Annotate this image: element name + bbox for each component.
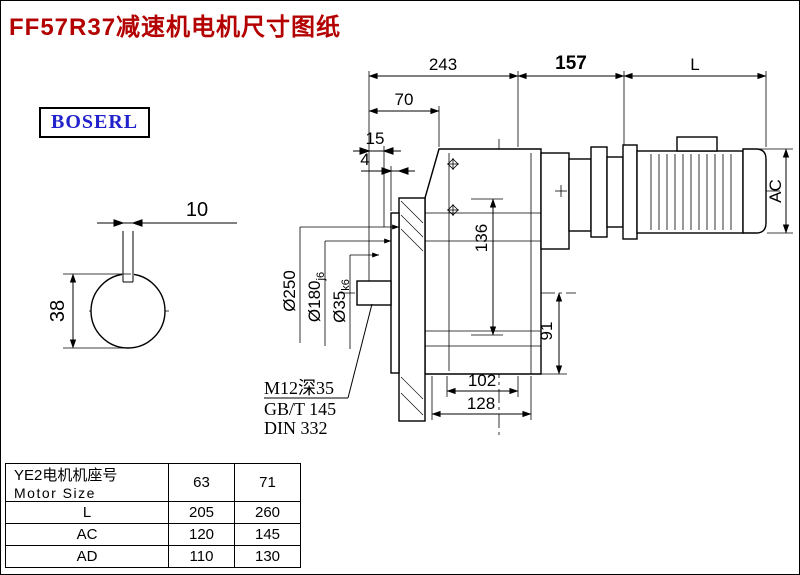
value-L-63: 205 — [168, 501, 235, 524]
brand-logo-text: BOSERL — [51, 111, 139, 133]
bolt-marks — [447, 158, 567, 216]
dim-136: 136 — [472, 224, 491, 252]
dim-4: 4 — [360, 150, 369, 169]
dim-dia35: Ø35k6 — [330, 279, 352, 323]
dim-dia250: Ø250 — [280, 270, 299, 312]
value-L-71: 260 — [234, 501, 301, 524]
motor-size-table: YE2电机机座号 Motor Size 63 71 L 205 260 AC 1… — [5, 463, 301, 568]
dim-10: 10 — [186, 199, 208, 221]
dim-157: 157 — [555, 53, 587, 74]
note-center-standard: DIN 332 — [264, 418, 328, 438]
note-thread-standard: GB/T 145 — [264, 399, 336, 419]
table-row-L: L 205 260 — [5, 501, 301, 524]
row-label-AD: AD — [5, 545, 169, 568]
table-header-cn: YE2电机机座号 — [14, 467, 118, 484]
row-label-AC: AC — [5, 523, 169, 546]
flange-hatch — [400, 200, 424, 416]
table-row-AC: AC 120 145 — [5, 523, 301, 546]
gearbox-detail-lines — [425, 153, 732, 374]
dim-38: 38 — [47, 300, 69, 322]
dimension-lines — [69, 72, 790, 418]
dim-dia180: Ø180j6 — [305, 272, 327, 322]
note-tap: M12深35 — [264, 378, 334, 398]
value-AC-63: 120 — [168, 523, 235, 546]
table-row-AD: AD 110 130 — [5, 545, 301, 568]
gearbox-outline — [356, 136, 767, 422]
table-col-71: 71 — [234, 463, 301, 502]
dim-15: 15 — [366, 129, 385, 148]
value-AD-71: 130 — [234, 545, 301, 568]
value-AD-63: 110 — [168, 545, 235, 568]
dim-243: 243 — [429, 55, 457, 74]
table-col-63: 63 — [168, 463, 235, 502]
table-header-row: YE2电机机座号 Motor Size 63 71 — [5, 463, 301, 502]
shaft-section-view — [90, 231, 166, 349]
page-title: FF57R37减速机电机尺寸图纸 — [9, 14, 342, 41]
dim-91: 91 — [537, 322, 556, 341]
value-AC-71: 145 — [234, 523, 301, 546]
dim-70: 70 — [395, 90, 414, 109]
table-header-en: Motor Size — [14, 485, 96, 501]
dim-AC: AC — [766, 179, 785, 203]
dim-102: 102 — [468, 371, 496, 390]
dim-128: 128 — [467, 394, 495, 413]
dim-L: L — [690, 55, 699, 74]
brand-logo: BOSERL — [39, 107, 151, 138]
row-label-L: L — [5, 501, 169, 524]
table-header-motor-size: YE2电机机座号 Motor Size — [5, 463, 169, 502]
